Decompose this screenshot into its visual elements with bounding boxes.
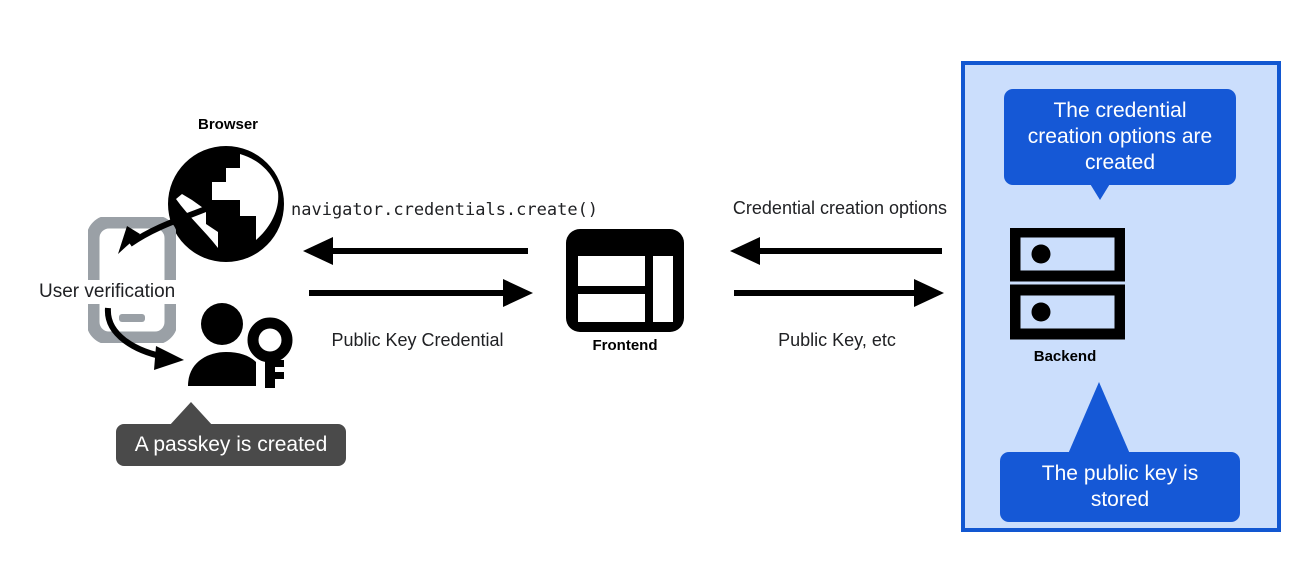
server-rack-icon xyxy=(1009,226,1126,340)
browser-frontend-arrows xyxy=(295,230,540,315)
flow-label-credential-creation-options: Credential creation options xyxy=(732,198,948,218)
flow-label-navigator-create: navigator.credentials.create() xyxy=(291,200,599,220)
user-with-key-icon xyxy=(186,302,294,394)
passkey-created-tooltip: A passkey is created xyxy=(116,424,346,466)
callout-bottom-tail xyxy=(1068,382,1130,454)
passkey-tooltip-tail xyxy=(169,402,213,426)
arrow-phone-to-user xyxy=(78,300,208,380)
frontend-backend-arrows xyxy=(722,230,952,315)
frontend-label: Frontend xyxy=(592,337,658,354)
callout-credential-options-created: The credential creation options are crea… xyxy=(1004,89,1236,185)
flow-label-public-key-etc: Public Key, etc xyxy=(778,330,896,350)
flow-label-public-key-credential: Public Key Credential xyxy=(331,330,504,350)
arrow-browser-to-phone xyxy=(96,200,216,280)
callout-public-key-stored: The public key is stored xyxy=(1000,452,1240,522)
web-layout-icon xyxy=(565,228,685,333)
backend-label: Backend xyxy=(1033,348,1097,365)
browser-label: Browser xyxy=(197,116,259,133)
user-verification-label: User verification xyxy=(36,280,179,304)
globe-icon xyxy=(166,144,286,264)
